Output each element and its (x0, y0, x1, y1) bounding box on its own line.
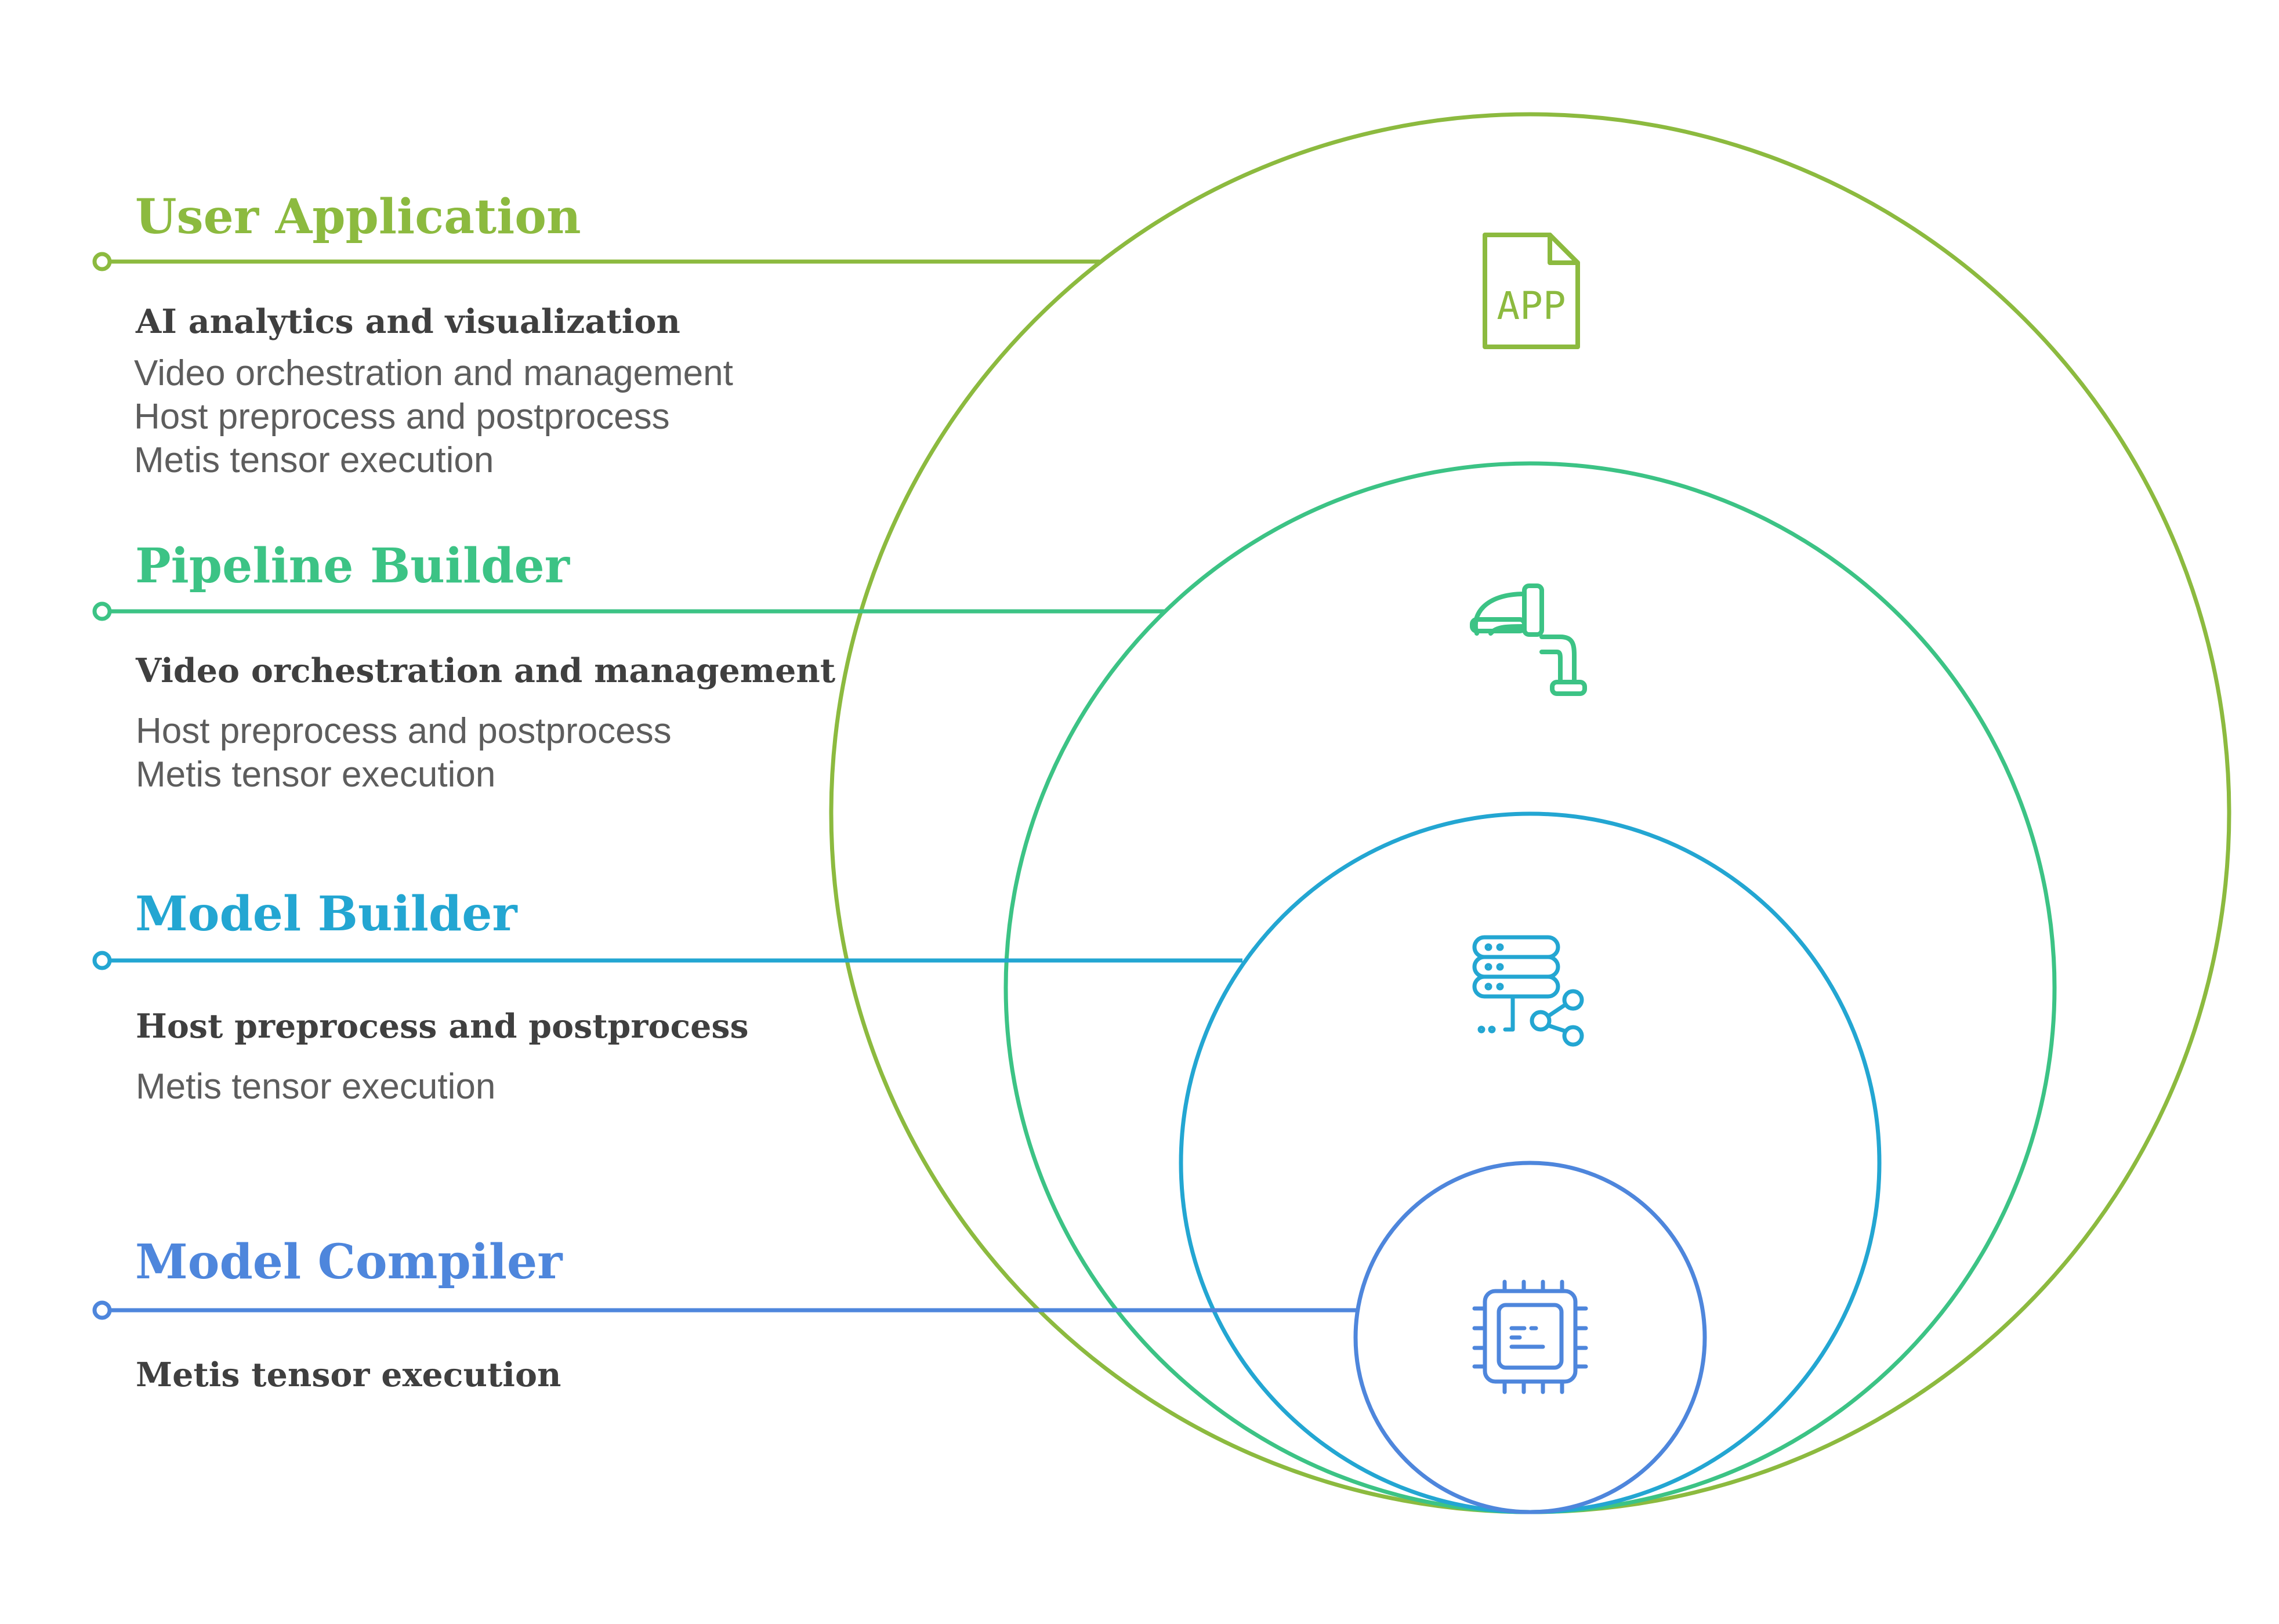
app-file-icon-label: APP (1497, 284, 1566, 328)
layer-title-model-compiler: Model Compiler (135, 1234, 563, 1290)
processor-chip-icon (1472, 1279, 1588, 1394)
pipe-faucet-icon (1470, 583, 1587, 696)
pipeline-builder-item: Host preprocess and postprocess (136, 711, 672, 751)
model-compiler-circle (1353, 1161, 1707, 1514)
pipeline-builder-item: Video orchestration and management (136, 651, 836, 690)
model-builder-connector (92, 951, 1242, 970)
layer-title-user-application: User Application (135, 189, 581, 245)
layer-title-model-builder: Model Builder (135, 886, 517, 942)
layer-title-pipeline-builder: Pipeline Builder (135, 538, 570, 594)
model-compiler-connector (92, 1300, 1357, 1320)
pipeline-builder-connector (92, 601, 1165, 621)
pipeline-builder-item: Metis tensor execution (136, 755, 496, 795)
user-application-connector (92, 252, 1100, 271)
user-application-item: Video orchestration and management (134, 353, 733, 393)
user-application-item: AI analytics and visualization (136, 302, 680, 341)
user-application-item: Host preprocess and postprocess (134, 397, 670, 437)
model-builder-item: Metis tensor execution (136, 1067, 496, 1107)
server-network-icon (1472, 935, 1584, 1047)
model-builder-item: Host preprocess and postprocess (136, 1007, 749, 1046)
model-compiler-item: Metis tensor execution (136, 1355, 561, 1394)
pipeline-builder-circle (1003, 461, 2057, 1514)
user-application-item: Metis tensor execution (134, 440, 494, 480)
app-file-icon: APP (1483, 233, 1580, 349)
